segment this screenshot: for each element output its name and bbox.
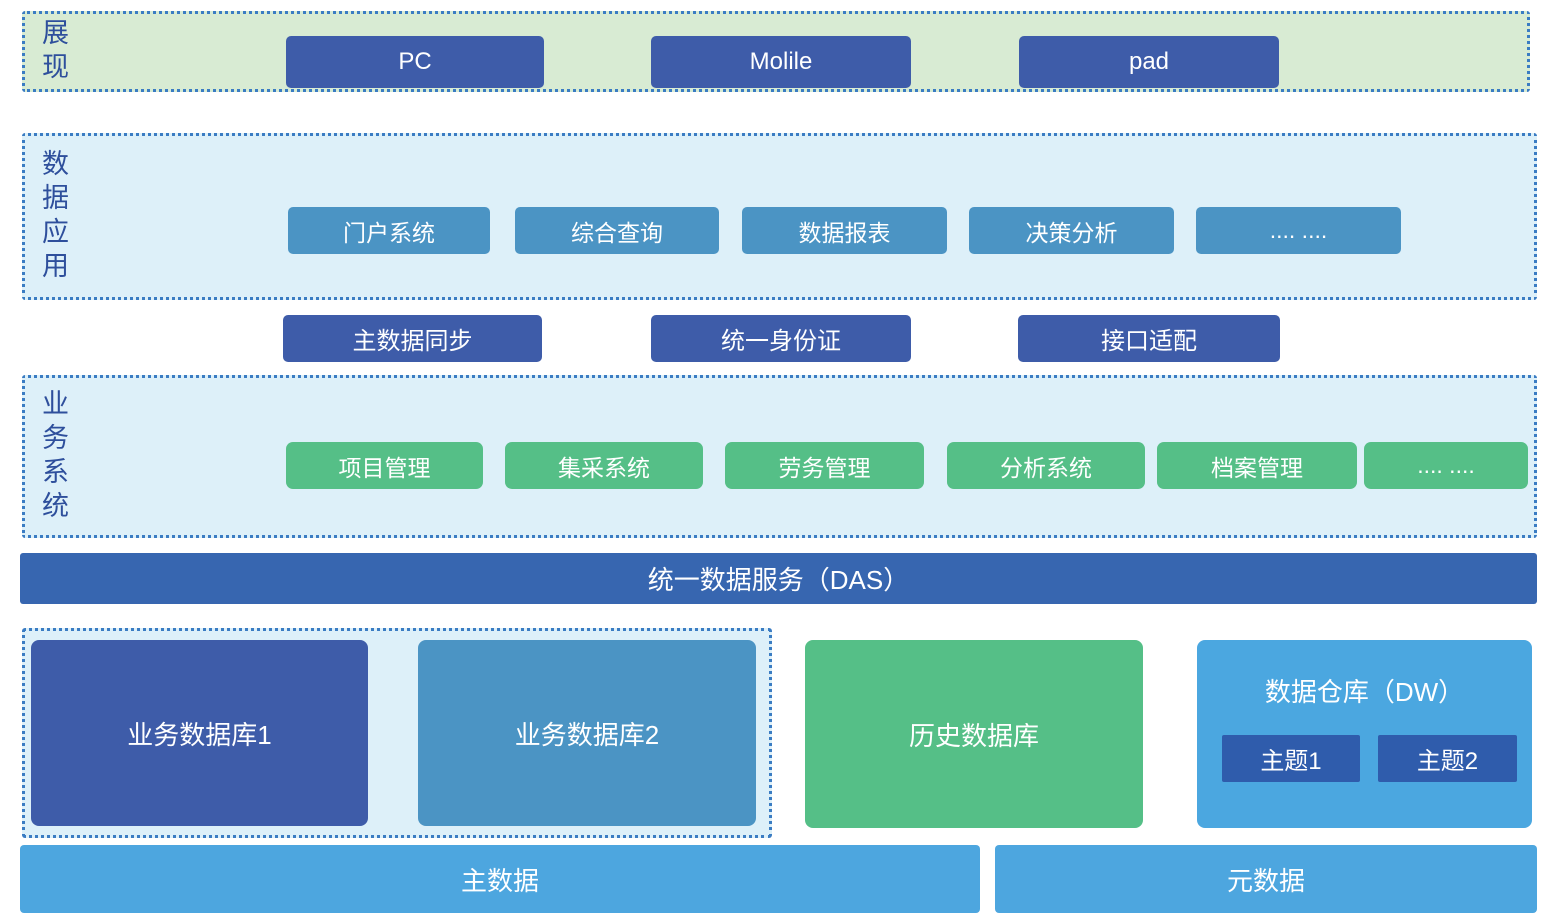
- interface-adapter-block: 接口适配: [1018, 315, 1280, 362]
- pad-block: pad: [1019, 36, 1279, 88]
- business-database-2-block: 业务数据库2: [418, 640, 756, 826]
- comprehensive-query-block: 综合查询: [515, 207, 719, 254]
- presentation-layer-label: 展现: [38, 17, 68, 86]
- master-data-bar: 主数据: [20, 845, 980, 913]
- data-application-layer: 数据应用 门户系统 综合查询 数据报表 决策分析 .... ....: [22, 133, 1537, 300]
- decision-analysis-block: 决策分析: [969, 207, 1174, 254]
- unified-identity-block: 统一身份证: [651, 315, 911, 362]
- procurement-system-block: 集采系统: [505, 442, 703, 489]
- mobile-block: Molile: [651, 36, 911, 88]
- data-warehouse-block: 数据仓库（DW） 主题1 主题2: [1197, 640, 1532, 828]
- portal-system-block: 门户系统: [288, 207, 490, 254]
- business-database-group: 业务数据库1 业务数据库2: [22, 628, 772, 838]
- unified-data-service-bar: 统一数据服务（DAS）: [20, 553, 1537, 604]
- business-systems-layer: 业务系统 项目管理 集采系统 劳务管理 分析系统 档案管理 .... ....: [22, 375, 1537, 538]
- archive-management-block: 档案管理: [1157, 442, 1357, 489]
- metadata-bar: 元数据: [995, 845, 1537, 913]
- data-warehouse-title: 数据仓库（DW）: [1264, 677, 1465, 707]
- project-management-block: 项目管理: [286, 442, 483, 489]
- presentation-layer: 展现 PC Molile pad: [22, 11, 1530, 92]
- topic-1-block: 主题1: [1222, 735, 1360, 782]
- more-systems-block: .... ....: [1364, 442, 1528, 489]
- labor-management-block: 劳务管理: [725, 442, 924, 489]
- master-data-sync-block: 主数据同步: [283, 315, 542, 362]
- data-report-block: 数据报表: [742, 207, 947, 254]
- topic-2-block: 主题2: [1378, 735, 1517, 782]
- business-database-1-block: 业务数据库1: [31, 640, 368, 826]
- business-systems-layer-label: 业务系统: [38, 388, 68, 525]
- history-database-block: 历史数据库: [805, 640, 1143, 828]
- analysis-system-block: 分析系统: [947, 442, 1145, 489]
- data-application-layer-label: 数据应用: [38, 148, 68, 285]
- pc-block: PC: [286, 36, 544, 88]
- more-applications-block: .... ....: [1196, 207, 1401, 254]
